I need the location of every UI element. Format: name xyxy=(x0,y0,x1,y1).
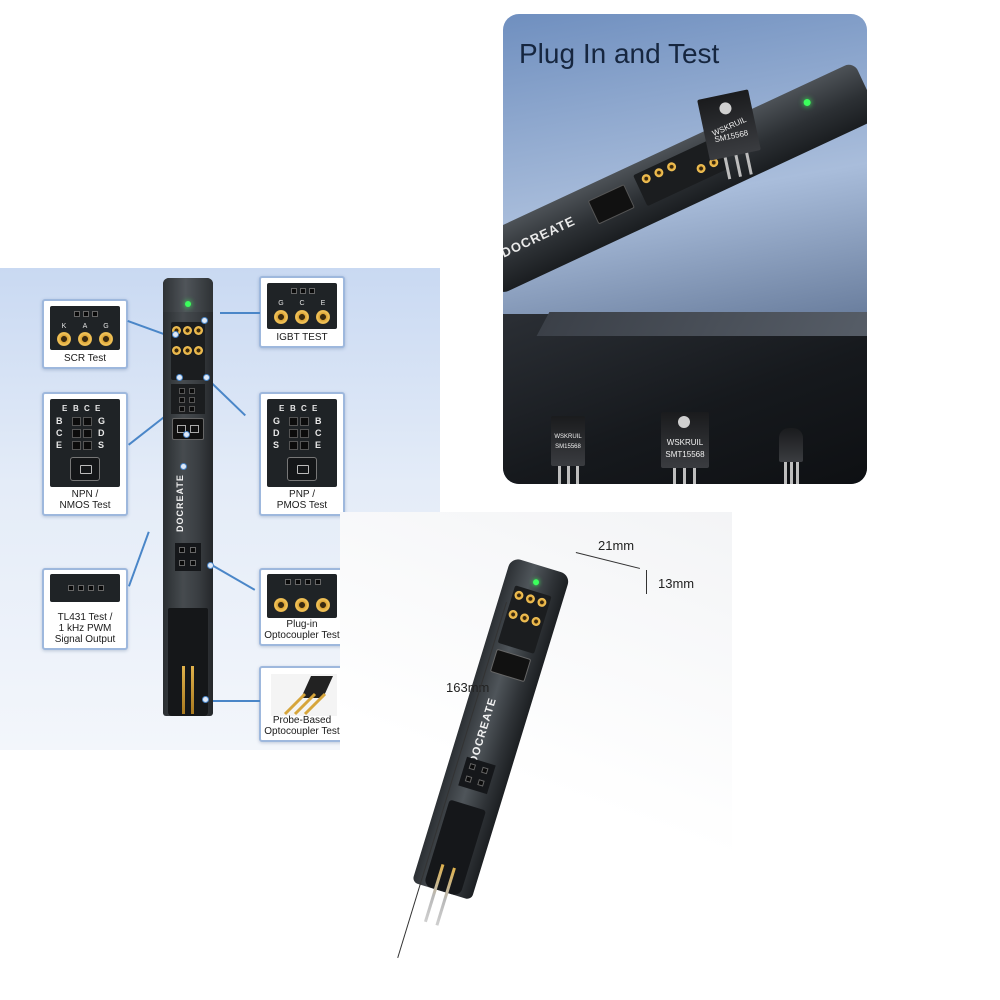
probe-tip-dims xyxy=(423,799,487,926)
npn-nmos-test-callout: E B C E B C E G D S NPN / NMOS Test xyxy=(42,392,128,516)
npn-row-label: C xyxy=(56,428,63,438)
pnp-row-label-right: C xyxy=(315,428,322,438)
transistor-middle: WSKRUIL SMT15568 xyxy=(661,412,709,484)
npn-socket: E B C E B C E G D S xyxy=(50,399,120,487)
transistor-right xyxy=(779,428,803,484)
power-led-photo xyxy=(802,97,812,108)
width-dimension-label: 21mm xyxy=(598,538,635,553)
npn-row-label-right: G xyxy=(98,416,106,426)
scr-test-callout: K A G SCR Test xyxy=(42,299,128,369)
depth-dimension-label: 13mm xyxy=(658,576,695,591)
scr-pin-label: K xyxy=(61,323,67,330)
tester-device-dimensions: DOCREATE xyxy=(411,556,571,926)
pnp-header-label: E xyxy=(312,404,318,413)
device-brand-photo: DOCREATE xyxy=(503,213,578,261)
probe-optocoupler-test-callout: Probe-Based Optocoupler Test xyxy=(259,666,345,742)
pnp-header-label: E xyxy=(279,404,285,413)
npn-row-label: B xyxy=(56,416,63,426)
npn-header-label: C xyxy=(84,404,90,413)
pnp-row-label: D xyxy=(273,428,280,438)
lower-header-block xyxy=(175,543,201,571)
transistor-socket-block xyxy=(171,384,205,414)
pnp-row-label-right: E xyxy=(315,440,322,450)
tl431-test-label: TL431 Test / 1 kHz PWM Signal Output xyxy=(54,612,116,645)
plugin-opto-pin xyxy=(295,598,309,612)
plugin-opto-pin xyxy=(316,598,330,612)
npn-row-label-right: D xyxy=(98,428,105,438)
pnp-pmos-test-callout: E B C E G D S B C E PNP / PMOS Test xyxy=(259,392,345,516)
npn-clip-socket xyxy=(70,457,100,481)
tl431-test-callout: TL431 Test / 1 kHz PWM Signal Output xyxy=(42,568,128,650)
clip-socket-block xyxy=(172,418,204,440)
igbt-pin-label: C xyxy=(299,300,305,307)
scr-socket: K A G xyxy=(50,306,120,350)
probe-tip-housing xyxy=(168,608,208,716)
plugin-opto-socket xyxy=(267,574,337,618)
pnp-header-label: B xyxy=(290,404,296,413)
scr-pin xyxy=(57,332,71,346)
igbt-pin xyxy=(316,310,330,324)
igbt-pin xyxy=(274,310,288,324)
dimensions-photo: DOCREATE 21mm 13mm 163mm xyxy=(340,512,732,1000)
igbt-socket: G C E xyxy=(267,283,337,329)
scr-pin xyxy=(99,332,113,346)
npn-header-label: E xyxy=(62,404,68,413)
function-diagram-panel: K A G SCR Test G C E IGBT TEST E B C xyxy=(0,268,440,750)
plugin-optocoupler-test-callout: Plug-in Optocoupler Test xyxy=(259,568,345,646)
tl431-socket xyxy=(50,574,120,602)
scr-test-label: SCR Test xyxy=(63,353,107,364)
device-brand-dims: DOCREATE xyxy=(467,696,500,766)
npn-row-label: E xyxy=(56,440,63,450)
probe-opto-test-label: Probe-Based Optocoupler Test xyxy=(264,715,340,737)
transistor-left: WSKRUIL SM15568 xyxy=(551,416,585,484)
pnp-row-label: G xyxy=(273,416,281,426)
tester-device-diagram: DOCREATE xyxy=(163,278,213,716)
npn-header-label: E xyxy=(95,404,101,413)
plug-in-test-photo: Plug In and Test DOCREATE WSKRUIL SM1556… xyxy=(503,14,867,484)
pnp-clip-socket xyxy=(287,457,317,481)
igbt-pin-label: E xyxy=(320,300,326,307)
scr-pin-label: A xyxy=(82,323,88,330)
igbt-pin xyxy=(295,310,309,324)
igbt-test-label: IGBT TEST xyxy=(276,332,328,343)
npn-test-label: NPN / NMOS Test xyxy=(59,489,111,511)
plugin-opto-test-label: Plug-in Optocoupler Test xyxy=(264,619,340,641)
pnp-test-label: PNP / PMOS Test xyxy=(276,489,328,511)
pnp-socket: E B C E G D S B C E xyxy=(267,399,337,487)
plugin-opto-pin xyxy=(274,598,288,612)
scr-pin xyxy=(78,332,92,346)
plug-in-test-title: Plug In and Test xyxy=(519,38,720,69)
length-dimension-label: 163mm xyxy=(446,680,490,695)
igbt-pin-label: G xyxy=(278,300,284,307)
pnp-row-label: S xyxy=(273,440,280,450)
npn-header-label: B xyxy=(73,404,79,413)
device-brand: DOCREATE xyxy=(175,474,185,532)
probe-tip-illustration xyxy=(271,674,337,716)
pnp-row-label-right: B xyxy=(315,416,322,426)
npn-row-label-right: S xyxy=(98,440,105,450)
power-led-dims xyxy=(532,578,540,587)
scr-pin-label: G xyxy=(103,323,109,330)
power-led xyxy=(185,301,191,307)
tester-device-photo: DOCREATE xyxy=(503,61,867,296)
igbt-test-callout: G C E IGBT TEST xyxy=(259,276,345,348)
pnp-header-label: C xyxy=(301,404,307,413)
